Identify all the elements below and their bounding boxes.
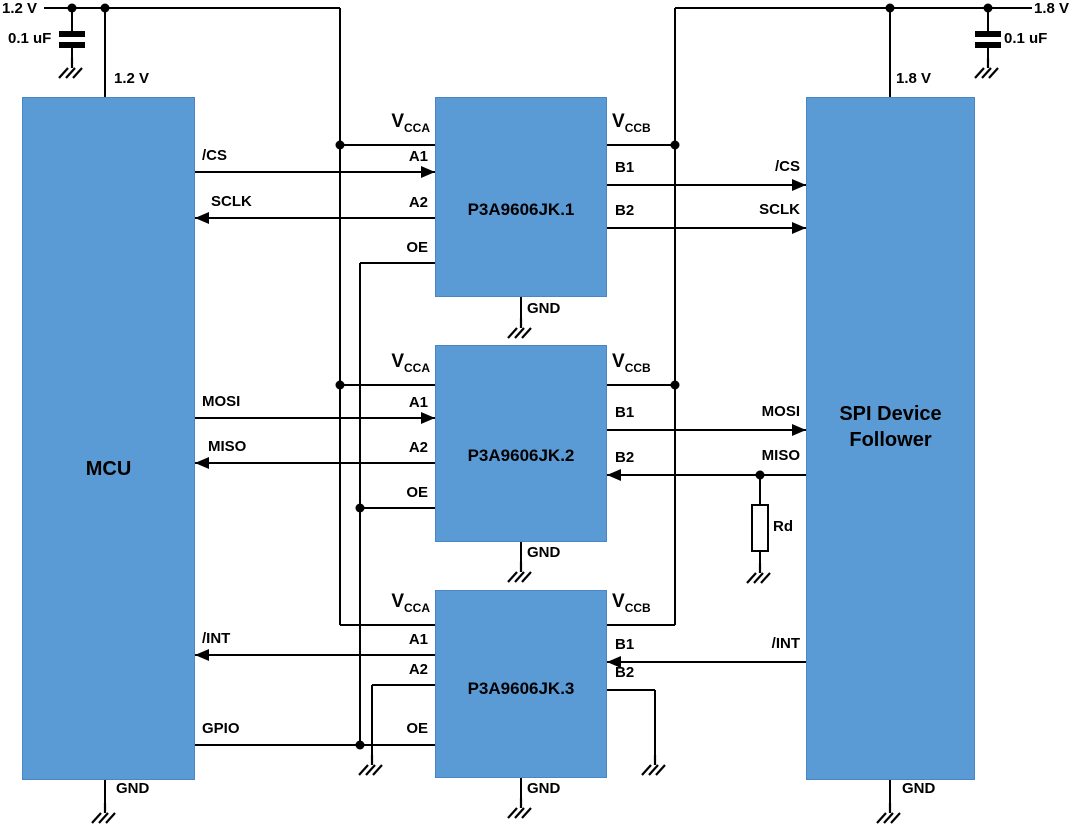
t2-vccb-sub: CCB [624,361,651,375]
sclk-signal-label-spi-side: SCLK [759,201,800,218]
t3-b1-pin-label: B1 [615,636,635,653]
t3-vcca-base: V [391,591,404,612]
ground-symbol [506,796,533,820]
cs-signal-label-spi-side: /CS [774,158,800,175]
mcu-supply-voltage-label: 1.2 V [114,70,150,87]
t3-vccb-base: V [612,591,625,612]
t1-gnd-pin-label: GND [527,300,561,317]
translator1-block-label: P3A9606JK.1 [467,199,575,219]
t1-a2-pin-label: A2 [408,194,428,211]
mosi-signal-label-spi-side: MOSI [761,403,800,420]
t3-a1-pin-label: A1 [408,631,428,648]
t3-gnd-pin-label: GND [527,780,561,797]
pulldown-resistor-label: Rd [773,518,793,535]
miso-signal-label-spi-side: MISO [761,447,800,464]
t3-vcca-pin-label: VCCA [330,591,430,615]
gpio-signal-label-mcu-side: GPIO [202,720,240,737]
t2-gnd-pin-label: GND [527,544,561,561]
t1-b2-pin-label: B2 [615,202,635,219]
t3-vcca-sub: CCA [404,601,430,615]
t1-vcca-base: V [391,111,404,132]
t3-vccb-sub: CCB [624,601,651,615]
right-rail-voltage-label: 1.8 V [1034,0,1070,17]
ground-symbol [57,56,84,80]
t2-vcca-sub: CCA [404,361,430,375]
ground-symbol [357,753,384,777]
ground-symbol [875,801,902,825]
t3-vccb-pin-label: VCCB [612,591,651,615]
int-signal-label-mcu-side: /INT [202,630,231,647]
spi-device-block-label: SPI Device Follower [839,402,942,451]
junction-dots [67,3,993,750]
cs-signal-label-mcu-side: /CS [202,147,228,164]
ground-symbol [973,56,1000,80]
t2-vccb-pin-label: VCCB [612,351,651,375]
capacitor-symbol-left [59,31,85,48]
spi-gnd-label: GND [902,780,936,797]
t3-b2-pin-label: B2 [615,664,635,681]
t1-vccb-base: V [612,111,625,132]
t1-vcca-sub: CCA [404,121,430,135]
t2-b2-pin-label: B2 [615,449,635,466]
mcu-gnd-label: GND [116,780,150,797]
t2-a2-pin-label: A2 [408,439,428,456]
translator1-block: P3A9606JK.1 [435,97,607,297]
t2-vccb-base: V [612,351,625,372]
t3-a2-pin-label: A2 [408,661,428,678]
ground-symbol [90,801,117,825]
miso-signal-label-mcu-side: MISO [208,438,247,455]
translator2-block-label: P3A9606JK.2 [467,446,575,466]
t1-a1-pin-label: A1 [408,148,428,165]
t1-vccb-pin-label: VCCB [612,111,651,135]
t3-oe-pin-label: OE [406,720,428,737]
mcu-block: MCU [22,97,195,780]
int-signal-label-spi-side: /INT [771,635,800,652]
t2-vcca-base: V [391,351,404,372]
t1-oe-pin-label: OE [406,239,428,256]
t2-vcca-pin-label: VCCA [330,351,430,375]
right-cap-value-label: 0.1 uF [1004,30,1048,47]
ground-symbol [506,560,533,584]
translator2-block: P3A9606JK.2 [435,345,607,542]
mcu-block-label: MCU [85,457,132,480]
spi-supply-voltage-label: 1.8 V [896,70,932,87]
translator3-block: P3A9606JK.3 [435,590,607,778]
t1-b1-pin-label: B1 [615,159,635,176]
signal-direction-arrows [195,166,806,668]
t1-vccb-sub: CCB [624,121,651,135]
left-rail-voltage-label: 1.2 V [2,0,38,17]
t2-a1-pin-label: A1 [408,394,428,411]
left-cap-value-label: 0.1 uF [8,30,52,47]
capacitor-symbol-right [975,31,1001,48]
mosi-signal-label-mcu-side: MOSI [202,393,241,410]
t1-vcca-pin-label: VCCA [330,111,430,135]
sclk-signal-label-mcu-side: SCLK [211,193,252,210]
t2-b1-pin-label: B1 [615,404,635,421]
ground-symbol [640,753,667,777]
ground-symbol [745,561,772,585]
translator3-block-label: P3A9606JK.3 [467,678,575,698]
spi-device-block: SPI Device Follower [806,97,975,780]
resistor-symbol [751,504,769,552]
t2-oe-pin-label: OE [406,484,428,501]
ground-symbol [506,316,533,340]
